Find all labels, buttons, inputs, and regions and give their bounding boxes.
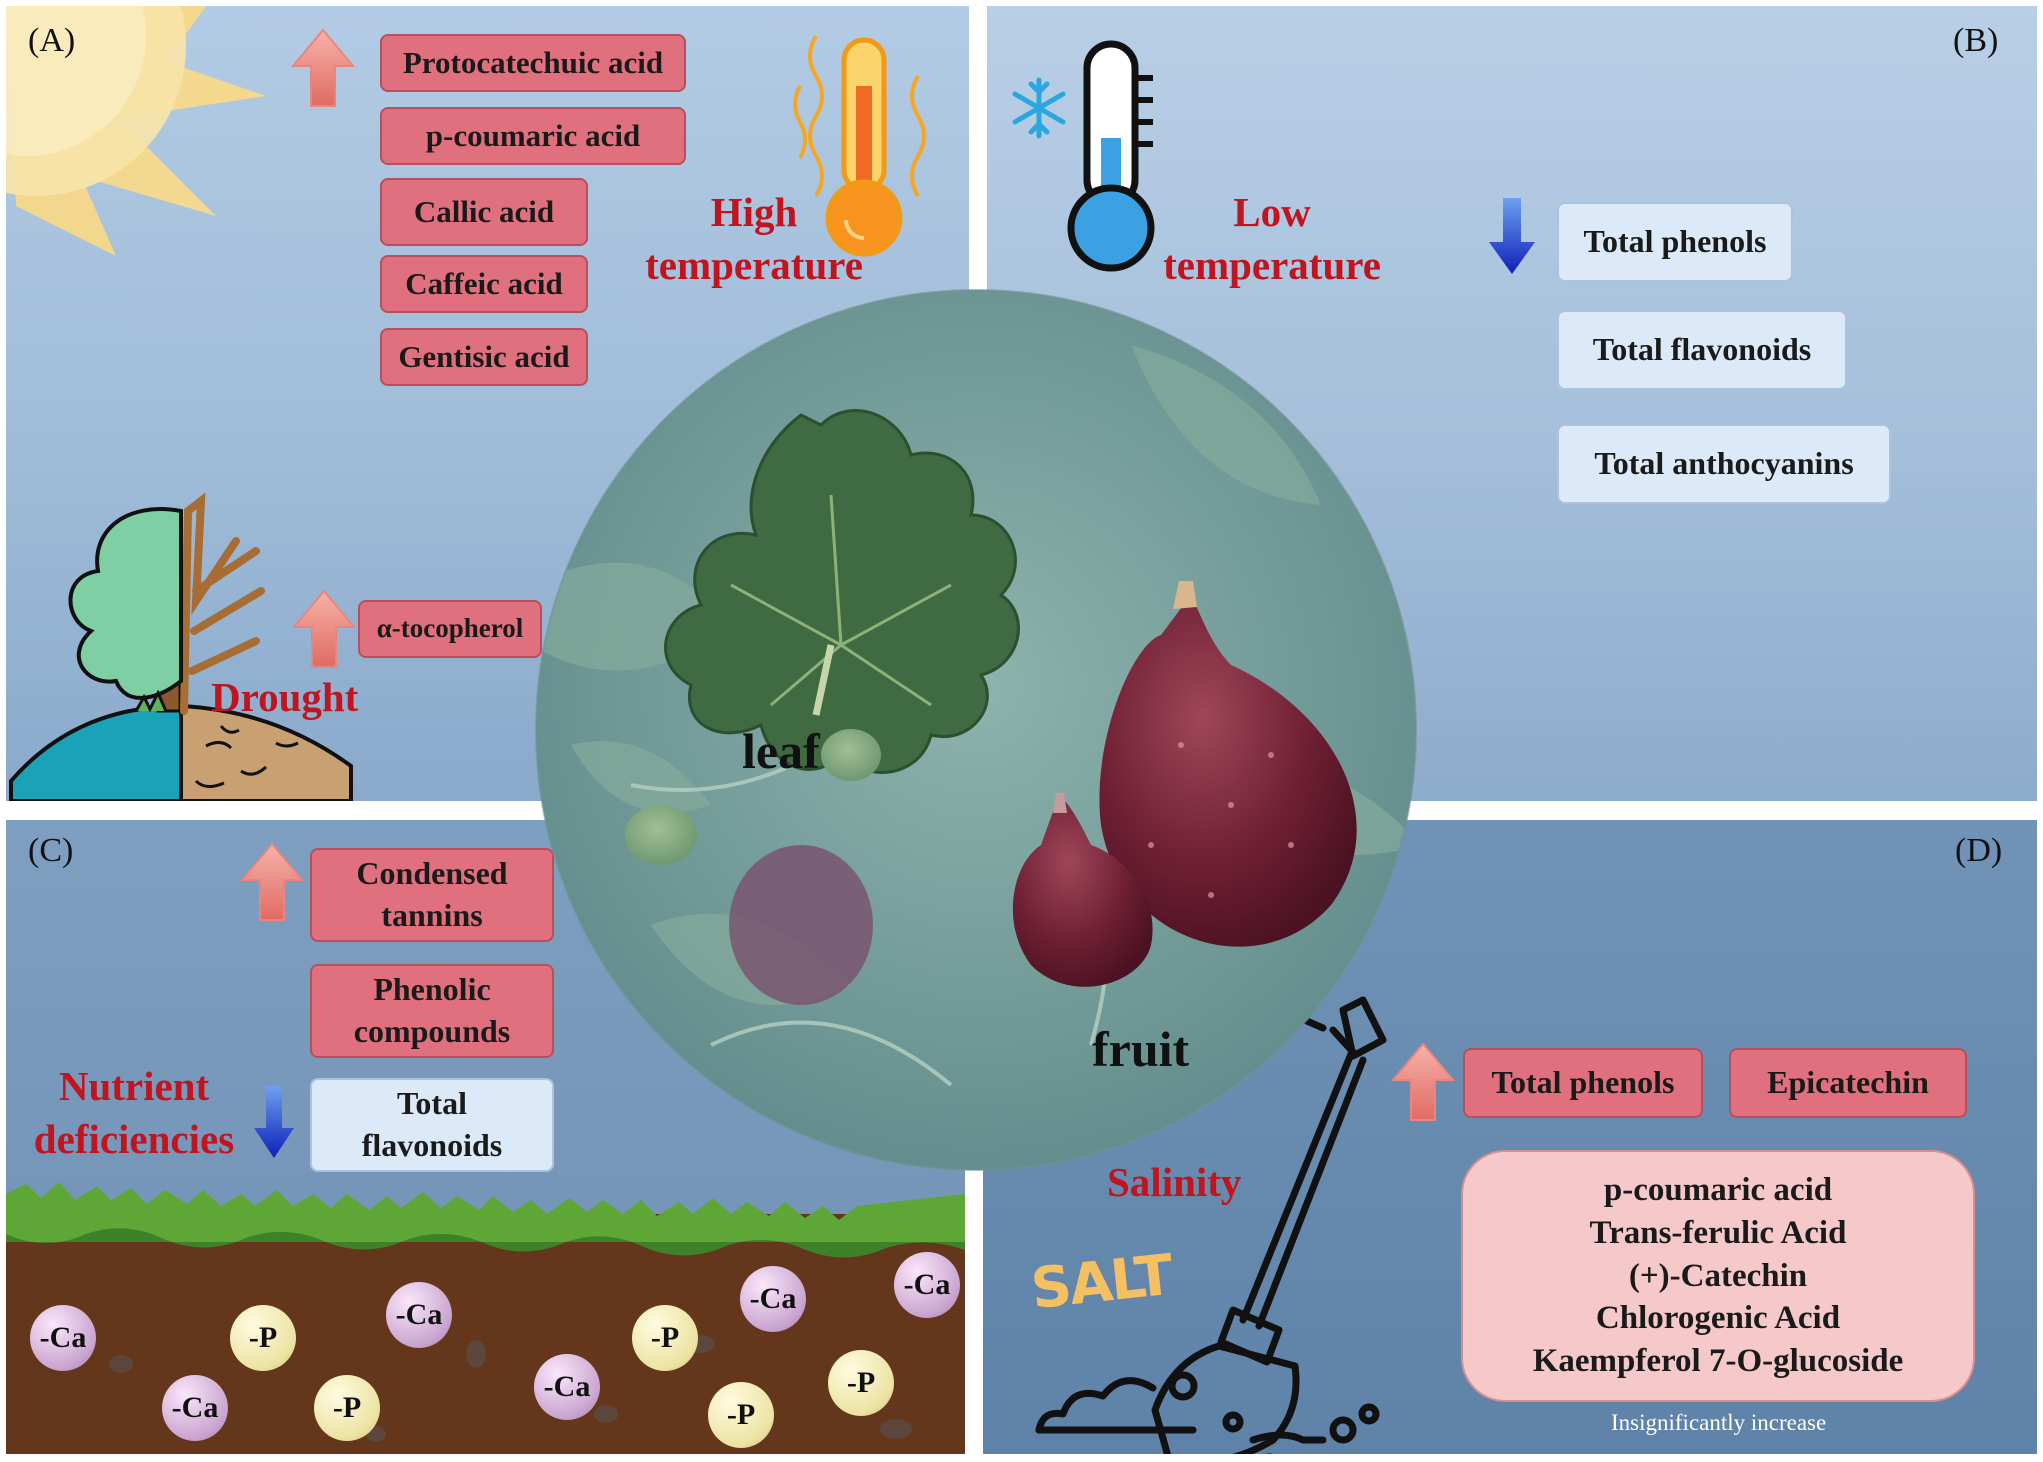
compound-box: Total phenols	[1463, 1048, 1703, 1118]
increase-arrow-icon	[1390, 1042, 1456, 1121]
decrease-arrow-icon	[1489, 198, 1535, 274]
increase-arrow-icon	[239, 842, 305, 921]
fruit-label: fruit	[1092, 1021, 1190, 1077]
fig-plant-circle	[535, 289, 1417, 1171]
compound-box: Total phenols	[1557, 202, 1793, 282]
nutrient-deficiencies-title: Nutrient deficiencies	[33, 1063, 235, 1163]
calcium-deficiency-ion: -Ca	[740, 1266, 806, 1332]
insignificant-note: Insignificantly increase	[1611, 1410, 1827, 1435]
compound-box: α-tocopherol	[358, 600, 542, 658]
increase-arrow-icon	[290, 28, 356, 107]
panel-label: (D)	[1955, 832, 2003, 869]
sun-icon	[6, 6, 266, 256]
decrease-arrow-icon	[254, 1086, 294, 1158]
hot-thermometer-icon	[793, 34, 926, 257]
compound-line: Trans-ferulic Acid	[1589, 1214, 1847, 1251]
leaf-label: leaf	[742, 723, 820, 779]
phosphorus-deficiency-ion: -P	[632, 1305, 698, 1371]
compound-box: Total anthocyanins	[1557, 424, 1891, 504]
panel-label: (C)	[28, 832, 74, 869]
calcium-deficiency-ion: -Ca	[894, 1252, 960, 1318]
panel-label: (A)	[28, 22, 76, 59]
calcium-deficiency-ion: -Ca	[30, 1305, 96, 1371]
compound-line: Chlorogenic Acid	[1595, 1300, 1841, 1337]
shovel-icon	[1035, 996, 1387, 1454]
compound-box: Gentisic acid	[380, 328, 588, 386]
calcium-deficiency-ion: -Ca	[162, 1375, 228, 1441]
compound-box: Protocatechuic acid	[380, 34, 686, 92]
phosphorus-deficiency-ion: -P	[708, 1382, 774, 1448]
panel-label: (B)	[1953, 22, 1999, 59]
cold-thermometer-icon	[1067, 40, 1155, 272]
calcium-deficiency-ion: -Ca	[386, 1282, 452, 1348]
calcium-deficiency-ion: -Ca	[534, 1354, 600, 1420]
increase-arrow-icon	[291, 589, 357, 668]
phosphorus-deficiency-ion: -P	[828, 1350, 894, 1416]
compound-line: Kaempferol 7-O-glucoside	[1532, 1343, 1904, 1380]
soil-illustration	[6, 1182, 965, 1454]
phosphorus-deficiency-ion: -P	[314, 1375, 380, 1441]
high-temperature-title: High temperature	[645, 189, 863, 289]
compound-box: Total flavonoids	[310, 1078, 554, 1172]
drought-title: Drought	[211, 674, 359, 720]
compound-box: Phenolic compounds	[310, 964, 554, 1058]
drought-tree-icon	[9, 492, 353, 801]
compound-box: p-coumaric acid	[380, 107, 686, 165]
panel-nutrient-deficiencies: (C) Condensed tannins Phenolic compounds…	[6, 820, 965, 1454]
compound-line: (+)-Catechin	[1628, 1257, 1808, 1294]
compound-box: Callic acid	[380, 178, 588, 246]
compound-box: Epicatechin	[1729, 1048, 1967, 1118]
snowflake-icon	[1012, 77, 1066, 139]
compound-line: p-coumaric acid	[1603, 1171, 1833, 1208]
compound-box: Caffeic acid	[380, 255, 588, 313]
low-temperature-title: Low temperature	[1163, 189, 1381, 289]
compound-box: Total flavonoids	[1557, 310, 1847, 390]
salinity-title: Salinity	[1107, 1159, 1242, 1205]
phosphorus-deficiency-ion: -P	[230, 1305, 296, 1371]
compound-box: Condensed tannins	[310, 848, 554, 942]
insignificant-compounds-box: p-coumaric acid Trans-ferulic Acid (+)-C…	[1461, 1150, 1975, 1402]
